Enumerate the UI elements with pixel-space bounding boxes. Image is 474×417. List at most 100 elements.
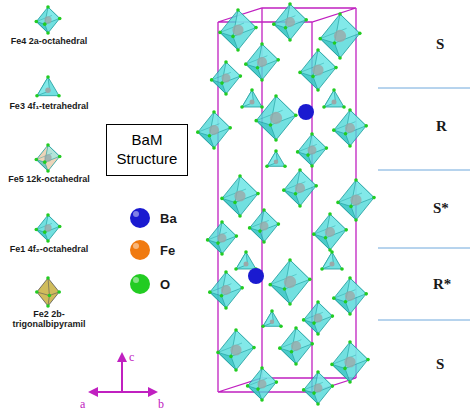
o-atom [260, 78, 264, 82]
o-atom [244, 250, 248, 254]
octahedron-face [235, 176, 258, 202]
octahedron-face [233, 10, 256, 36]
o-atom [224, 60, 228, 64]
sphere-highlight [133, 211, 139, 217]
octahedron-face [334, 130, 350, 146]
o-atom [278, 346, 282, 350]
octahedron [218, 8, 258, 52]
o-atom [43, 230, 47, 234]
o-atom [316, 88, 320, 92]
o-atom [320, 267, 324, 271]
o-atom [348, 380, 352, 384]
octahedron [332, 108, 368, 148]
o-atom [260, 398, 264, 402]
octahedron [216, 328, 256, 372]
o-atom [46, 75, 50, 79]
o-atom [234, 368, 238, 372]
octahedron-face [314, 372, 332, 393]
octahedron-face [256, 96, 296, 140]
fe-atom [344, 356, 355, 367]
bipyramid [35, 276, 61, 308]
fe-atom [295, 183, 305, 193]
octahedron-face [248, 368, 277, 400]
octahedron-face [320, 14, 360, 58]
o-atom [348, 108, 352, 112]
o-atom [310, 164, 314, 168]
o-atom [336, 201, 340, 205]
o-atom [274, 138, 278, 142]
o-atom [240, 286, 244, 290]
octahedron-face [346, 110, 367, 134]
o-atom [268, 283, 272, 287]
o-atom [354, 218, 358, 222]
o-atom [270, 309, 274, 313]
o-atom [331, 384, 335, 388]
octahedron-face [218, 330, 254, 370]
octahedron-face [308, 134, 326, 155]
o-atom [58, 225, 62, 229]
o-atom [35, 228, 39, 232]
fe-atom [345, 291, 355, 301]
o-atom [238, 214, 242, 218]
o-atom [333, 41, 337, 45]
o-atom [330, 363, 334, 367]
octahedron [302, 300, 334, 336]
octahedron-face [313, 50, 336, 76]
octahedron-face [210, 112, 231, 136]
octahedron-face [334, 298, 350, 314]
octahedron-face [231, 330, 254, 356]
octahedron [254, 94, 297, 142]
o-atom [218, 31, 222, 35]
o-atom [322, 105, 326, 109]
o-atom [298, 168, 302, 172]
octahedron-face [218, 352, 236, 370]
legend-label: Ba [160, 211, 177, 226]
fe-atom [325, 227, 335, 237]
legend-label: Fe1 4f₂-octahedral [3, 244, 95, 254]
o-atom [254, 119, 258, 123]
o-atom [288, 2, 292, 6]
o-atom [314, 184, 318, 188]
octahedron-face [304, 372, 333, 404]
fe-atom [250, 100, 255, 105]
o-atom [304, 18, 308, 22]
o-atom [288, 302, 292, 306]
o-atom [288, 258, 292, 262]
tetrahedron-face [242, 90, 262, 107]
legend-label: Fe [160, 243, 175, 258]
octahedron-face [220, 10, 256, 50]
o-atom [46, 239, 50, 243]
axis-label: a [80, 397, 85, 412]
o-atom [274, 94, 278, 98]
fe-atom [222, 74, 231, 83]
fe-atom [221, 285, 231, 295]
fe-atom [260, 222, 269, 231]
octahedron [268, 258, 311, 306]
octahedron [312, 212, 348, 252]
o-atom [229, 355, 233, 359]
tetrahedron-face [267, 151, 285, 166]
o-atom [261, 325, 265, 329]
octahedron-face [246, 44, 278, 80]
o-atom [372, 196, 376, 200]
octahedron-face [270, 260, 310, 304]
o-atom [35, 290, 39, 294]
octahedron-face [332, 364, 350, 382]
o-atom [364, 292, 368, 296]
octahedron-face [210, 272, 242, 308]
octahedron-face [292, 328, 313, 352]
octahedron-face [314, 234, 330, 250]
octahedron-face [284, 190, 300, 206]
o-atom [354, 178, 358, 182]
octahedron-face [222, 176, 258, 216]
octahedron-face [332, 342, 368, 382]
o-atom [256, 66, 260, 70]
octahedron-face [338, 202, 356, 220]
o-atom [349, 205, 353, 209]
tetrahedron-face [263, 311, 281, 326]
octahedron [246, 366, 278, 402]
o-atom [216, 351, 220, 355]
octahedron-face [260, 210, 278, 231]
tetrahedron [265, 149, 287, 168]
